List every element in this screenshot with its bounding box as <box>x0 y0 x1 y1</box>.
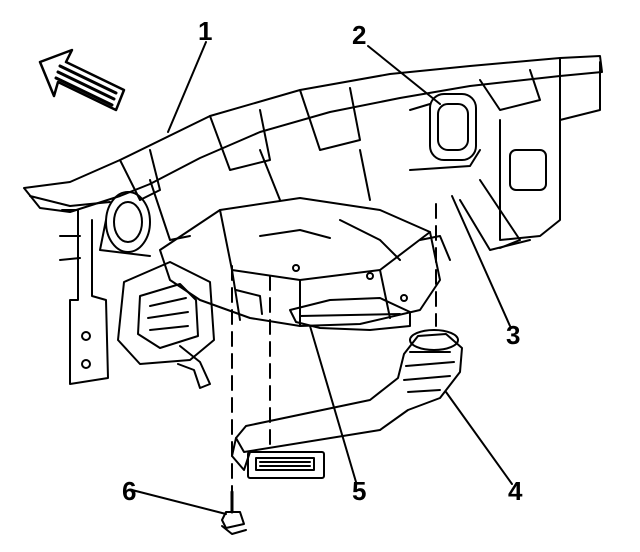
hvac-module <box>159 197 451 327</box>
callout-6: 6 <box>122 476 137 506</box>
alignment-lines <box>231 203 437 505</box>
forward-arrow-icon <box>38 48 126 112</box>
callout-5: 5 <box>352 476 367 506</box>
callout-2: 2 <box>352 20 367 50</box>
callout-4: 4 <box>508 476 523 506</box>
right-duct-outlet <box>409 93 481 171</box>
callout-leaders <box>131 41 513 515</box>
blower-motor <box>117 261 215 389</box>
floor-air-duct <box>289 297 411 331</box>
left-duct-outlet <box>99 191 151 257</box>
rear-air-duct-hose <box>231 329 463 479</box>
callout-3: 3 <box>506 320 521 350</box>
left-mounting-bracket <box>59 209 109 385</box>
callout-1: 1 <box>198 16 213 46</box>
instrument-panel-carrier <box>23 55 603 251</box>
